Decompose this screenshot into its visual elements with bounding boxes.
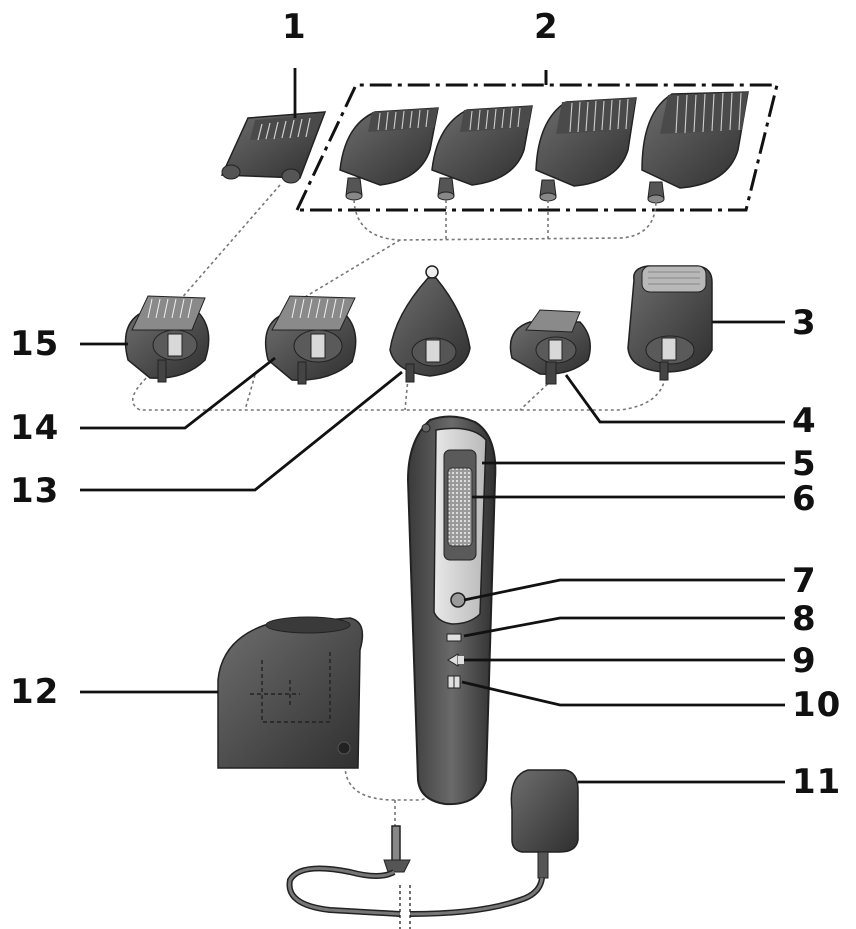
leader-lines [80, 68, 785, 784]
leader-13 [80, 370, 403, 492]
leader-10 [461, 680, 785, 707]
detail-trimmer-head [509, 309, 591, 385]
nose-trimmer-head [389, 265, 471, 383]
leader-8 [463, 616, 785, 638]
callout-11: 11 [792, 762, 842, 802]
wide-trimmer-head [264, 295, 357, 385]
callout-6: 6 [792, 479, 817, 519]
callout-2: 2 [534, 7, 559, 47]
comb-set-bracket [294, 70, 779, 212]
comb-attachment-2d [641, 91, 749, 204]
callout-12: 12 [10, 672, 60, 712]
comb-attachment-1 [220, 111, 327, 184]
callout-14: 14 [10, 408, 60, 448]
precision-trimmer-head [124, 295, 210, 383]
callout-4: 4 [792, 401, 817, 441]
comb-attachment-2c [535, 97, 637, 202]
foil-shaver-head [627, 265, 713, 381]
callout-3: 3 [792, 303, 817, 343]
callout-13: 13 [10, 471, 60, 511]
leader-7 [463, 578, 785, 602]
leader-4 [564, 374, 785, 424]
callout-8: 8 [792, 599, 817, 639]
callout-15: 15 [10, 324, 60, 364]
power-cable [286, 825, 545, 929]
charging-stand [217, 616, 364, 769]
callout-5: 5 [792, 444, 817, 484]
comb-attachment-2b [431, 105, 533, 201]
comb-attachment-2a [339, 107, 439, 201]
callout-1: 1 [282, 7, 307, 47]
leader-14 [80, 356, 276, 430]
power-adapter [510, 769, 579, 879]
dotted-connectors [131, 184, 666, 840]
callout-10: 10 [792, 685, 842, 725]
callout-9: 9 [792, 641, 817, 681]
handle-body [406, 415, 497, 806]
callout-7: 7 [792, 561, 817, 601]
